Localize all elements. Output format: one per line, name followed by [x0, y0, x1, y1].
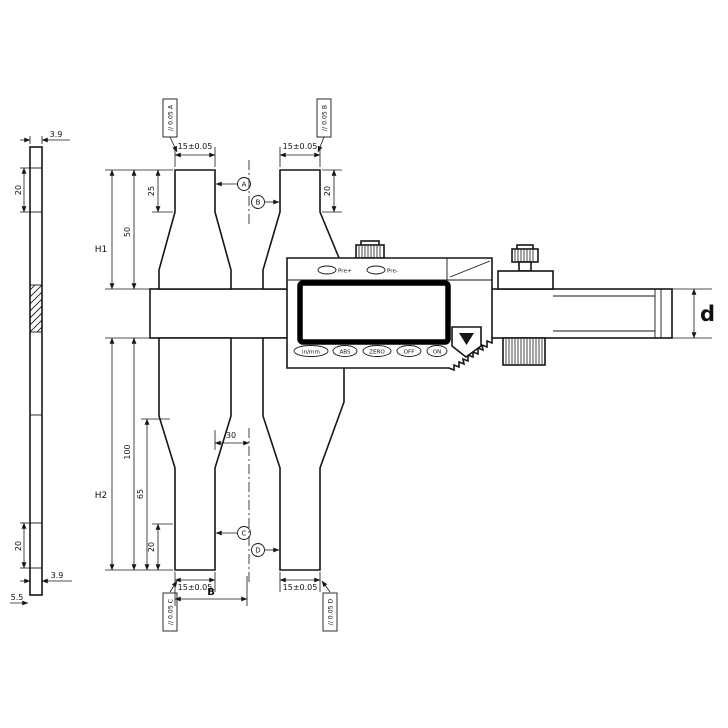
datum-a: A	[215, 177, 251, 191]
annotations: 15±0.05 15±0.05 // 0.05 A // 0.05 B	[95, 98, 715, 632]
gdt-text: // 0.05 D	[328, 598, 335, 625]
side-view: 3.9 20 20 3.9 5.5	[10, 130, 72, 606]
lock-bracket	[497, 270, 554, 290]
dim-text: H1	[95, 245, 108, 255]
gdt-frame-bottom-right: // 0.05 D	[321, 580, 338, 632]
abs-label: ABS	[339, 350, 351, 356]
pre-minus-label: Pre-	[387, 269, 398, 275]
dim-text: H2	[95, 491, 108, 501]
datum-letter: C	[242, 530, 247, 538]
datum-letter: A	[242, 181, 247, 189]
datum-letter: B	[256, 199, 261, 207]
datum-letter: D	[255, 547, 260, 555]
roller-knurl	[505, 339, 543, 364]
dim-text: 65	[136, 489, 145, 499]
thumbwheel-knurl	[358, 246, 381, 257]
dim-text: 20	[14, 541, 23, 551]
dim-upper-group: 25 50 H1	[95, 169, 173, 290]
button-row: in/mm ABS ZERO OFF ON	[293, 345, 448, 357]
lock-screw-assembly	[497, 244, 554, 290]
zero-label: ZERO	[369, 350, 385, 356]
dim-text: 5.5	[11, 593, 24, 602]
datum-b: B	[251, 195, 280, 209]
dim-text: 3.9	[50, 130, 63, 139]
gdt-text: // 0.05 A	[168, 104, 175, 131]
dim-text: 20	[14, 185, 23, 195]
triangle-pointer-icon	[459, 333, 474, 345]
lower-left-jaw	[158, 337, 232, 571]
dim-text: 20	[323, 186, 332, 196]
gdt-text: // 0.05 C	[168, 599, 175, 625]
thumbwheel	[355, 240, 385, 259]
lower-right-jaw	[262, 337, 345, 571]
dim-side-top-thickness: 3.9	[20, 130, 70, 144]
zero-button	[362, 345, 392, 357]
on-button	[426, 345, 448, 357]
on-label: ON	[433, 350, 442, 356]
side-profile-outline	[29, 146, 43, 596]
dim-rod-d: d	[672, 288, 715, 339]
lock-screw-head	[511, 248, 539, 263]
dim-text: 15±0.05	[283, 142, 318, 151]
gdt-frame-bottom-left: // 0.05 C	[162, 580, 178, 632]
dim-text: 50	[123, 227, 132, 237]
dim-text: 100	[123, 444, 132, 459]
dim-side-bottom-depth: 20	[14, 522, 30, 569]
gdt-text: // 0.05 B	[322, 105, 329, 131]
lock-screw-stem	[518, 261, 532, 272]
dim-text: 20	[147, 542, 156, 552]
inmm-label: in/mm	[302, 350, 320, 356]
dim-text: 3.9	[51, 571, 64, 580]
adjust-roller	[502, 337, 546, 366]
gdt-frame-top-left: // 0.05 A	[162, 98, 178, 153]
dim-text: d	[700, 302, 715, 326]
triangle-mark	[451, 326, 482, 359]
pre-buttons: Pre+ Pre-	[317, 265, 398, 275]
abs-button	[332, 345, 358, 357]
pre-plus-button	[317, 265, 337, 275]
dim-side-top-depth: 20	[14, 167, 30, 213]
pre-plus-label: Pre+	[338, 269, 352, 275]
section-hatch	[30, 285, 42, 332]
slider-label-diagonal	[449, 260, 491, 278]
dim-text: 30	[226, 431, 236, 440]
inmm-button	[293, 345, 329, 357]
upper-left-jaw	[158, 169, 232, 290]
pre-minus-button	[366, 265, 386, 275]
dim-upper-right-tip: 20	[322, 169, 342, 213]
datum-d: D	[251, 543, 280, 557]
main-view: Pre+ Pre- in/mm ABS ZERO OFF ON	[95, 98, 715, 632]
dim-jaw-tol-top-left: 15±0.05	[174, 142, 216, 167]
dim-side-base-thickness: 5.5	[10, 593, 29, 606]
dim-lower-group: 100 H2 65 20	[95, 337, 173, 571]
dim-text: 15±0.05	[178, 583, 213, 592]
dim-text: 15±0.05	[283, 583, 318, 592]
gdt-frame-top-right: // 0.05 B	[316, 98, 332, 153]
dim-text: 25	[147, 186, 156, 196]
dim-text: B	[207, 587, 215, 598]
off-button	[396, 345, 422, 357]
off-label: OFF	[404, 350, 415, 356]
dim-jaw-tol-bottom-right: 15±0.05	[279, 572, 321, 592]
lcd-display	[297, 280, 451, 345]
dim-span-b: B	[174, 576, 248, 606]
datum-c: C	[215, 526, 251, 540]
dim-side-bottom-thickness: 3.9	[20, 571, 72, 584]
side-profile-segment-lines	[30, 167, 42, 569]
lock-screw-knurl	[514, 250, 534, 261]
dim-text: 15±0.05	[178, 142, 213, 151]
dim-jaw-tol-top-right: 15±0.05	[279, 142, 321, 167]
dim-half-span: 30	[214, 430, 250, 450]
